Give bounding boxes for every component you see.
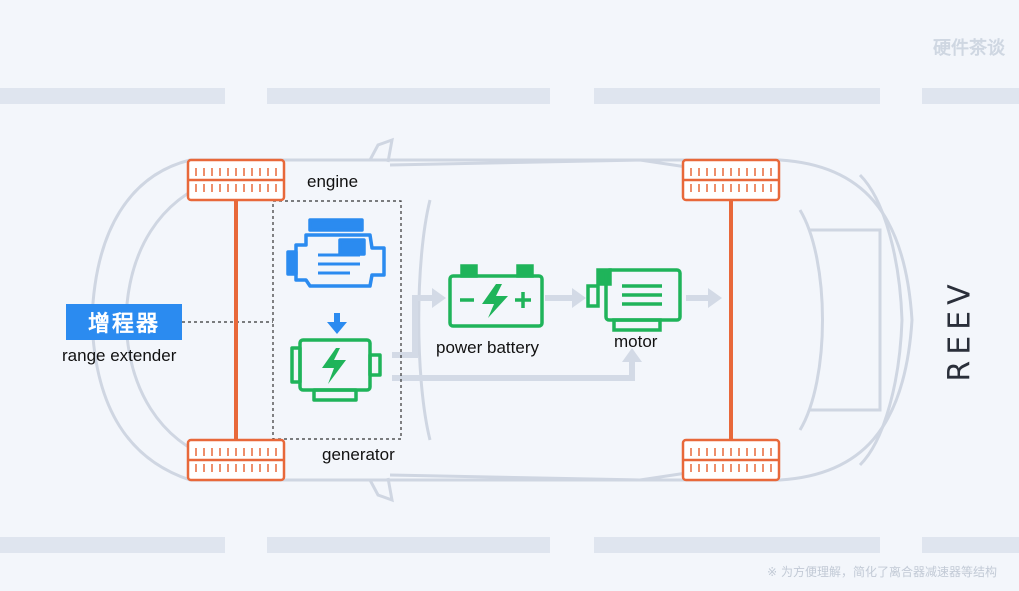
engine-label: engine [307,172,359,191]
generator-label: generator [322,445,395,464]
flow-arrows [392,295,708,381]
power-battery-label: power battery [436,338,539,357]
motor-label: motor [614,332,658,351]
generator-icon [290,338,382,402]
range-extender-badge: 增程器 [66,304,182,340]
battery-icon [448,264,544,328]
wheel-rear-right [681,438,781,482]
reev-title: REEV [942,278,978,382]
car-outline [90,137,914,503]
watermark: 硬件茶谈 [933,38,1005,59]
wheel-front-right [681,158,781,202]
range-extender-label: range extender [62,346,177,365]
wheel-rear-left [186,438,286,482]
footnote: ※ 为方便理解，简化了离合器减速器等结构 [767,565,997,579]
wheel-front-left [186,158,286,202]
arrow-down-icon [327,313,347,334]
range-extender-box [272,200,402,440]
flow-arrow-heads [432,288,722,362]
engine-icon [286,218,386,288]
motor-icon [586,268,682,332]
road-stripes-top [0,88,1019,104]
road-stripes-bottom [0,537,1019,553]
